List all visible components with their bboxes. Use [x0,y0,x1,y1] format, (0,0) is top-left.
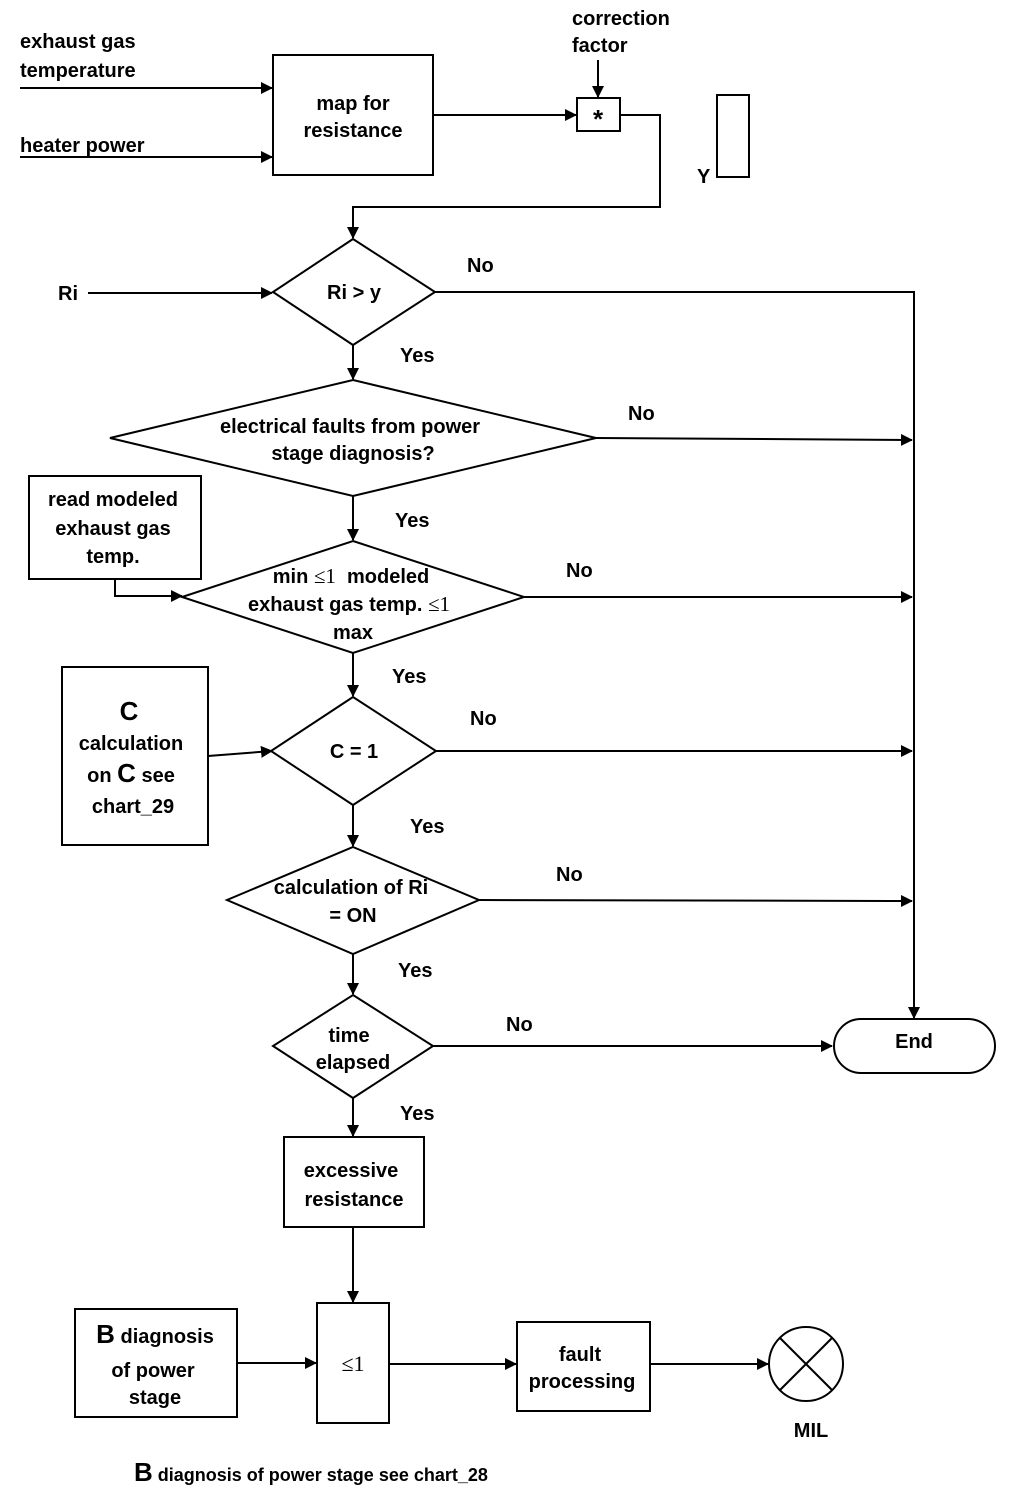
decision-calculation-ri-text-2: = ON [329,905,376,927]
c-box-line3: on C see [87,758,175,788]
input-ri-label: Ri [58,283,78,305]
d2-no-label: No [628,403,655,425]
fault-box-line1: fault [559,1344,602,1366]
decision-c-equals-1-text: C = 1 [330,741,378,763]
mil-lamp-cross-2 [779,1337,833,1391]
decision-electrical-faults-text-1: electrical faults from power [220,416,480,438]
y-box [716,94,750,178]
decision-time-elapsed-text-1: time [328,1025,369,1047]
correction-label-1: correction [572,8,670,30]
d2-yes-label: Yes [395,510,429,532]
y-label: Y [697,166,711,188]
end-terminal [833,1018,996,1074]
d3-no-label: No [566,560,593,582]
read-box-line2: exhaust gas [55,518,171,540]
footer-note: B diagnosis of power stage see chart_28 [134,1457,488,1487]
d1-yes-label: Yes [400,345,434,367]
excessive-box-line2: resistance [305,1189,404,1211]
d4-yes-label: Yes [410,816,444,838]
read-box-line3: temp. [86,546,139,568]
input-exhaust-gas-label: exhaust gas [20,31,136,53]
read-box-line1: read modeled [48,489,178,511]
arrow-c-to-d4 [207,745,273,758]
map-for-resistance-box [272,54,434,176]
d5-no-label: No [556,864,583,886]
c-box-line4: chart_29 [92,796,174,818]
arrow-multiply-to-d1 [347,114,661,239]
excessive-box-line1: excessive [304,1160,399,1182]
map-box-line1: map for [316,93,390,115]
fault-box-line2: processing [529,1371,636,1393]
decision-temp-range-text-1: min ≤1 modeled [273,564,430,588]
decision-time-elapsed-text-2: elapsed [316,1052,390,1074]
correction-label-2: factor [572,35,628,57]
decision-electrical-faults-text-2: stage diagnosis? [271,443,434,465]
b-box-line1: B diagnosis [96,1319,214,1349]
multiply-symbol: * [593,104,604,134]
end-terminal-text: End [895,1031,933,1053]
arrow-d2-no [595,433,913,446]
c-box-big-letter: C [120,696,139,726]
arrow-d1-no-to-end [435,291,920,1019]
multiply-box [576,97,621,132]
d4-no-label: No [470,708,497,730]
c-box-line2: calculation [79,733,183,755]
d1-no-label: No [467,255,494,277]
b-box-line3: stage [129,1387,181,1409]
d5-yes-label: Yes [398,960,432,982]
arrow-d5-no [478,894,913,907]
decision-ri-greater-y-text: Ri > y [327,282,382,304]
mil-label: MIL [794,1420,828,1442]
or-gate-symbol: ≤1 [341,1351,364,1376]
d3-yes-label: Yes [392,666,426,688]
c-calculation-box [61,666,209,846]
input-heater-power-label: heater power [20,135,145,157]
b-box-line2: of power [111,1360,195,1382]
read-modeled-temp-box [28,475,202,580]
d6-yes-label: Yes [400,1103,434,1125]
input-exhaust-gas-label-2: temperature [20,60,136,82]
fault-processing-box [516,1321,651,1412]
d6-no-label: No [506,1014,533,1036]
decision-temp-range-text-3: max [333,622,373,644]
decision-calculation-ri-text-1: calculation of Ri [274,877,428,899]
decision-calculation-ri-on [224,845,482,956]
arrow-read-to-d3 [114,579,183,602]
map-box-line2: resistance [304,120,403,142]
decision-temp-range-text-2: exhaust gas temp. ≤1 [248,592,450,616]
excessive-resistance-box [283,1136,425,1228]
